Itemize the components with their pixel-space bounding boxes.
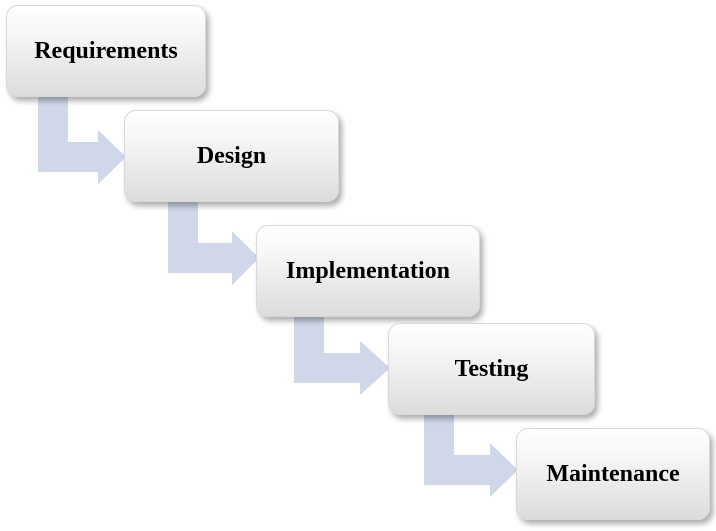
step-design: Design	[124, 110, 339, 202]
step-testing: Testing	[388, 323, 595, 415]
step-label: Requirements	[34, 37, 178, 64]
bent-arrow-icon	[168, 202, 259, 285]
step-label: Implementation	[286, 257, 450, 284]
bent-arrow-icon	[424, 415, 518, 497]
step-label: Maintenance	[546, 460, 680, 487]
bent-arrow-icon	[294, 317, 390, 395]
step-label: Testing	[454, 355, 529, 382]
bent-arrow-icon	[38, 97, 126, 184]
step-requirements: Requirements	[6, 5, 206, 97]
step-maintenance: Maintenance	[516, 428, 710, 520]
step-implementation: Implementation	[256, 225, 480, 317]
step-label: Design	[196, 142, 267, 169]
